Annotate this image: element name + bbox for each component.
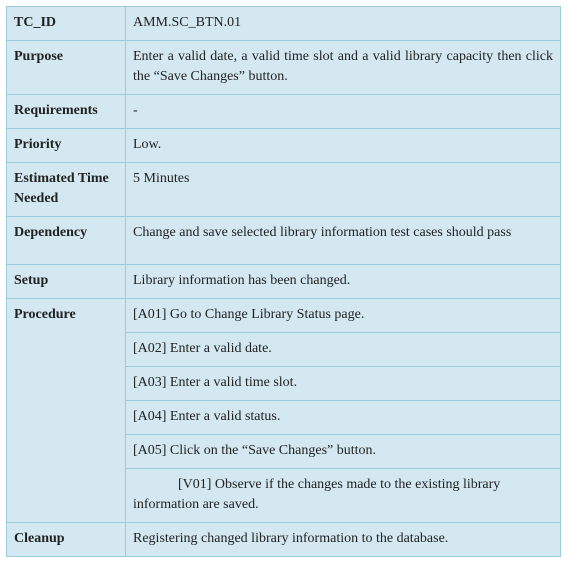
cleanup-label: Cleanup [6,522,126,557]
estimated-time-value: 5 Minutes [125,162,561,217]
table-row: [A05] Click on the “Save Changes” button… [7,434,561,469]
estimated-time-label: Estimated Time Needed [6,162,126,217]
procedure-step: [A01] Go to Change Library Status page. [125,298,561,333]
table-row: Setup Library information has been chang… [6,264,561,299]
table-row: [V01] Observe if the changes made to the… [7,468,561,523]
requirements-label: Requirements [6,94,126,129]
table-row: Dependency Change and save selected libr… [6,216,561,265]
priority-value: Low. [125,128,561,163]
procedure-step: [V01] Observe if the changes made to the… [125,468,561,523]
tc-id-label: TC_ID [6,6,126,41]
test-case-table: TC_ID AMM.SC_BTN.01 Purpose Enter a vali… [6,6,561,557]
requirements-value: - [125,94,561,129]
procedure-label: Procedure [6,298,126,523]
setup-label: Setup [6,264,126,299]
table-row: Procedure [A01] Go to Change Library Sta… [6,298,561,523]
dependency-label: Dependency [6,216,126,265]
priority-label: Priority [6,128,126,163]
table-row: Requirements - [6,94,561,129]
procedure-step: [A05] Click on the “Save Changes” button… [125,434,561,469]
table-row: [A03] Enter a valid time slot. [7,366,561,401]
procedure-step: [A03] Enter a valid time slot. [125,366,561,401]
purpose-value: Enter a valid date, a valid time slot an… [125,40,561,95]
table-row: Priority Low. [6,128,561,163]
tc-id-value: AMM.SC_BTN.01 [125,6,561,41]
table-row: Purpose Enter a valid date, a valid time… [6,40,561,95]
cleanup-value: Registering changed library information … [125,522,561,557]
setup-value: Library information has been changed. [125,264,561,299]
procedure-step: [A04] Enter a valid status. [125,400,561,435]
dependency-value: Change and save selected library informa… [125,216,561,265]
table-row: Cleanup Registering changed library info… [6,522,561,557]
purpose-label: Purpose [6,40,126,95]
table-row: TC_ID AMM.SC_BTN.01 [6,6,561,41]
table-row: Estimated Time Needed 5 Minutes [6,162,561,217]
procedure-step: [A02] Enter a valid date. [125,332,561,367]
table-row: [A02] Enter a valid date. [7,332,561,367]
